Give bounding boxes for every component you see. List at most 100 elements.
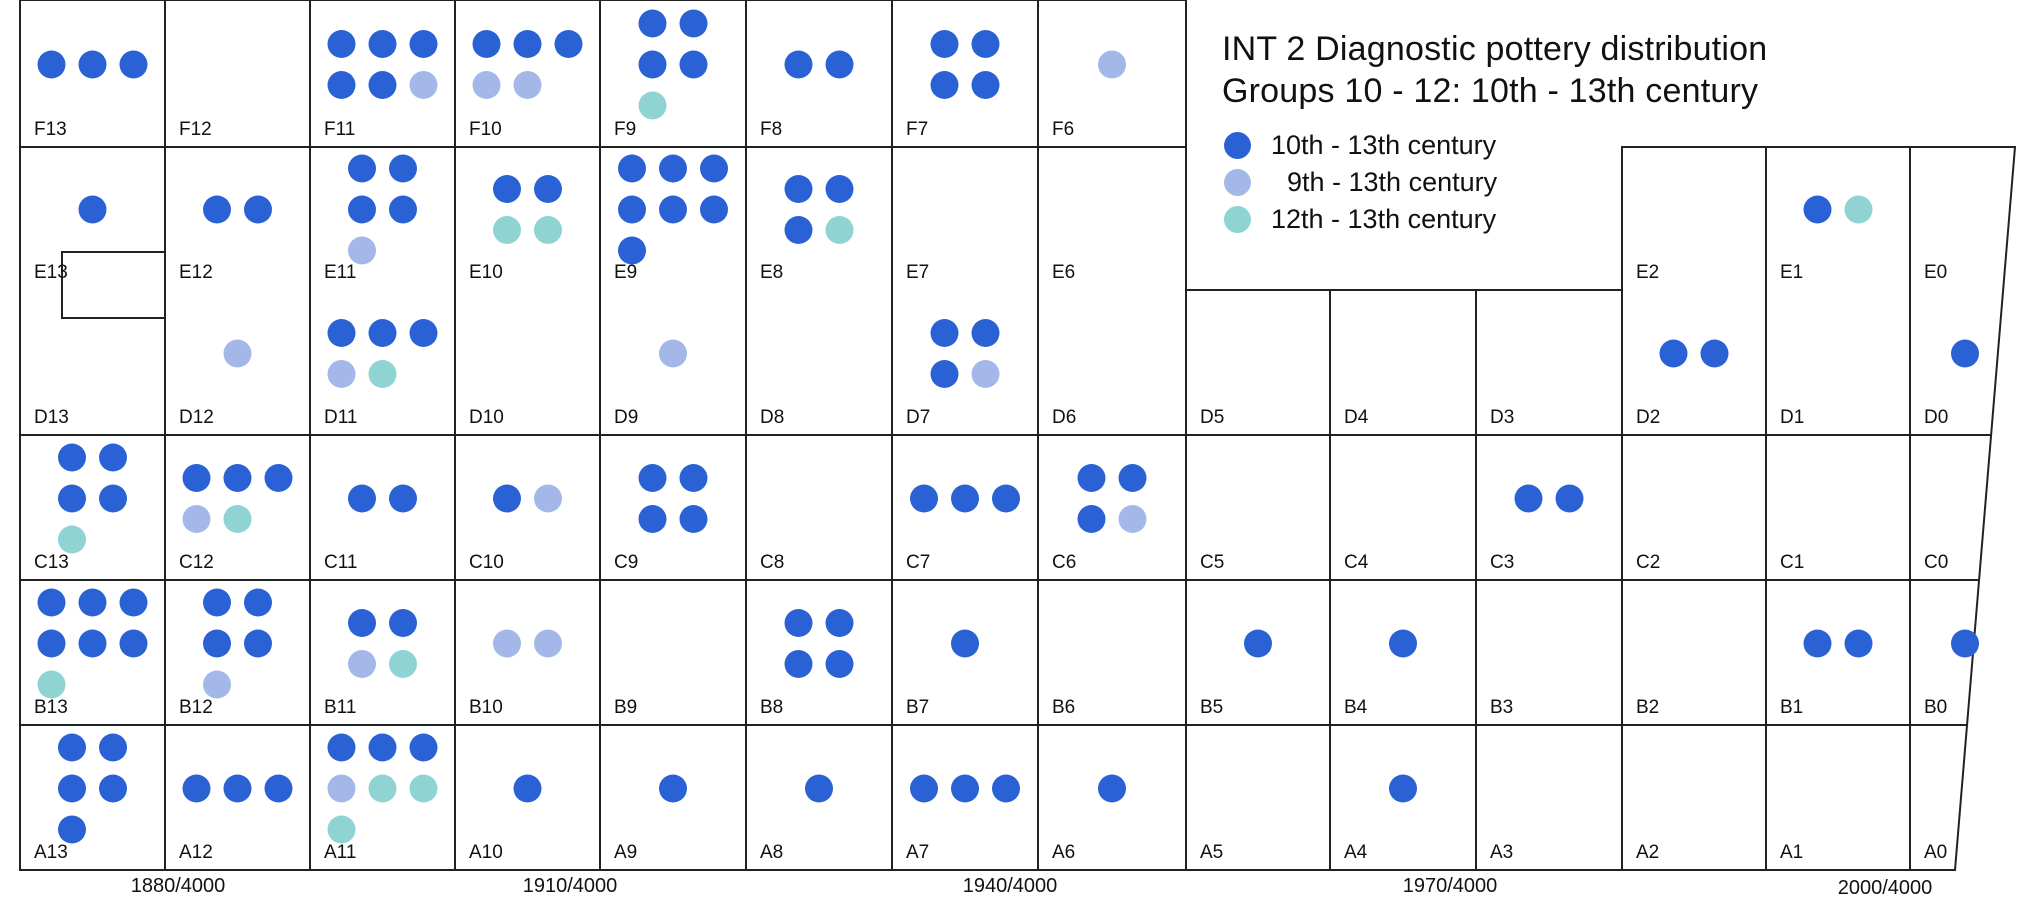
blue-dot-B8 [784, 650, 813, 678]
blue-dot-E1 [1803, 195, 1832, 224]
trench-label-B7: B7 [906, 697, 929, 718]
blue-dot-A7 [992, 774, 1020, 803]
grid-coordinate-label: 2000/4000 [1838, 877, 1933, 899]
trench-label-D9: D9 [614, 407, 638, 428]
blue-dot-C13 [58, 443, 86, 472]
blue-dot-B1 [1844, 629, 1873, 658]
blue-dot-A13 [99, 733, 127, 762]
blue-dot-B4 [1389, 629, 1417, 658]
blue-dot-D2 [1659, 339, 1688, 368]
trench-label-F12: F12 [179, 119, 212, 140]
blue-dot-E13 [78, 195, 107, 224]
teal-dot-icon [1224, 205, 1251, 233]
trench-label-F11: F11 [324, 119, 355, 140]
blue-dot-A13 [99, 774, 127, 803]
trench-label-A10: A10 [469, 842, 503, 863]
blue-dot-E8 [784, 216, 813, 244]
trench-label-E11: E11 [324, 262, 356, 283]
blue-dot-A13 [58, 774, 86, 803]
blue-dot-F11 [368, 71, 397, 99]
trench-label-C7: C7 [906, 552, 930, 573]
teal-dot-E8 [825, 216, 854, 244]
blue-dot-D7 [930, 360, 959, 388]
blue-dot-F13 [119, 50, 148, 79]
trench-label-C12: C12 [179, 552, 214, 573]
teal-dot-E1 [1844, 195, 1873, 224]
trench-label-E9: E9 [614, 262, 637, 283]
trench-label-B4: B4 [1344, 697, 1368, 718]
trench-label-A4: A4 [1344, 842, 1368, 863]
blue-dot-F9 [679, 50, 708, 79]
blue-dot-C10 [493, 484, 521, 513]
blue-dot-A7 [910, 774, 938, 803]
legend-item-10th-13th: 10th - 13th century [1224, 127, 1496, 163]
blue-dot-C6 [1077, 505, 1106, 533]
blue-dot-E8 [784, 175, 813, 203]
blue-dot-F7 [971, 71, 1000, 99]
trench-label-A8: A8 [760, 842, 783, 863]
trench-label-E12: E12 [179, 262, 213, 283]
trench-label-D10: D10 [469, 407, 504, 428]
trench-label-B2: B2 [1636, 697, 1659, 718]
trench-label-C10: C10 [469, 552, 504, 573]
blue-dot-C3 [1555, 484, 1584, 513]
blue-dot-B13 [78, 588, 107, 617]
trench-label-A5: A5 [1200, 842, 1223, 863]
light-blue-dot-B11 [348, 650, 376, 678]
trench-label-C6: C6 [1052, 552, 1076, 573]
blue-dot-C9 [638, 505, 667, 533]
trench-label-E6: E6 [1052, 262, 1075, 283]
trench-label-B5: B5 [1200, 697, 1223, 718]
teal-dot-A11 [327, 815, 356, 844]
trench-label-A7: A7 [906, 842, 929, 863]
blue-dot-D11 [327, 319, 356, 347]
blue-dot-A8 [805, 774, 833, 803]
blue-dot-B8 [784, 609, 813, 637]
blue-dot-C6 [1077, 464, 1106, 492]
blue-dot-B12 [244, 588, 272, 617]
teal-dot-B13 [37, 670, 66, 699]
blue-dot-B13 [78, 629, 107, 658]
blue-dot-A7 [951, 774, 979, 803]
blue-dot-A12 [223, 774, 252, 803]
trench-label-A13: A13 [34, 842, 68, 863]
blue-dot-C11 [389, 484, 417, 513]
light-blue-dot-B10 [493, 629, 521, 658]
trench-label-D11: D11 [324, 407, 357, 428]
teal-dot-E10 [493, 216, 521, 244]
blue-dot-E9 [659, 195, 687, 224]
legend-label: 12th - 13th century [1271, 203, 1497, 234]
trench-label-B8: B8 [760, 697, 783, 718]
trench-label-C5: C5 [1200, 552, 1224, 573]
trench-label-A6: A6 [1052, 842, 1075, 863]
blue-dot-C12 [264, 464, 293, 492]
blue-dot-C12 [182, 464, 211, 492]
teal-dot-C12 [223, 505, 252, 533]
trench-label-D13: D13 [34, 407, 69, 428]
blue-dot-B13 [119, 629, 148, 658]
grid-coordinate-label: 1940/4000 [963, 875, 1058, 897]
blue-dot-F11 [327, 30, 356, 58]
blue-dot-C6 [1118, 464, 1147, 492]
trench-label-A3: A3 [1490, 842, 1513, 863]
blue-dot-C9 [638, 464, 667, 492]
trench-label-C9: C9 [614, 552, 638, 573]
trench-label-D6: D6 [1052, 407, 1076, 428]
trench-label-A0: A0 [1924, 842, 1947, 863]
trench-label-A9: A9 [614, 842, 637, 863]
blue-dot-F9 [638, 9, 667, 38]
blue-dot-B13 [37, 588, 66, 617]
map-subtitle: Groups 10 - 12: 10th - 13th century [1222, 72, 1759, 110]
blue-dot-B1 [1803, 629, 1832, 658]
feature-outline [61, 251, 166, 319]
trench-label-C0: C0 [1924, 552, 1948, 573]
blue-dot-B8 [825, 650, 854, 678]
blue-dot-D7 [971, 319, 1000, 347]
trench-label-C13: C13 [34, 552, 69, 573]
trench-label-F7: F7 [906, 119, 928, 140]
blue-dot-B7 [951, 629, 979, 658]
blue-dot-F13 [78, 50, 107, 79]
blue-dot-A11 [368, 733, 397, 762]
